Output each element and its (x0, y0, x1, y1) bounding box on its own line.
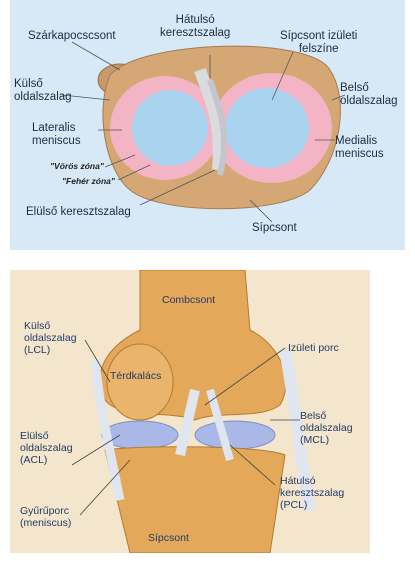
mcl-line2: oldalszalag (300, 422, 353, 435)
medial-meniscus-line2: meniscus (335, 148, 384, 161)
tibial-plateau-diagram: Szárkapocscsont Hátulsó keresztszalag Sí… (10, 0, 405, 250)
posterior-cruciate-line2: keresztszalag (160, 27, 231, 40)
meniscus-line2: (meniscus) (20, 517, 72, 530)
lateral-collateral-line2: oldalszalag (14, 91, 72, 104)
tibia-label-bottom: Sípcsont (148, 532, 189, 544)
tibial-surface-label: Sípcsont izületi felszíne (280, 30, 357, 56)
anterior-cruciate-label: Elülső keresztszalag (26, 206, 131, 218)
mcl-label: Belső oldalszalag (MCL) (300, 410, 353, 446)
tibial-plateau-illustration (10, 0, 405, 250)
femur-label: Combcsont (162, 294, 216, 306)
lateral-meniscus-label: Lateralis meniscus (32, 122, 81, 148)
lateral-meniscus-line1: Lateralis (32, 122, 76, 134)
posterior-cruciate-label: Hátulsó keresztszalag (160, 14, 230, 40)
lcl-line2: oldalszalag (24, 332, 77, 345)
pcl-label: Hátulsó keresztszalag (PCL) (280, 475, 344, 511)
mcl-line3: (MCL) (300, 434, 330, 447)
pcl-line1: Hátulsó (280, 475, 316, 487)
acl-line3: (ACL) (20, 454, 48, 467)
lcl-label: Külső oldalszalag (LCL) (24, 320, 77, 356)
cartilage-label: Izületi porc (288, 342, 339, 354)
fibula-label: Szárkapocscsont (28, 30, 116, 42)
meniscus-label: Gyűrűporc (meniscus) (20, 505, 71, 529)
red-zone-label: "Vörös zóna" (50, 161, 104, 171)
acl-label: Elülső oldalszalag (ACL) (20, 430, 73, 466)
meniscus-line1: Gyűrűporc (20, 505, 70, 517)
acl-line2: oldalszalag (20, 442, 73, 455)
patella-label: Térdkalács (110, 370, 162, 382)
posterior-cruciate-line1: Hátulsó (175, 14, 215, 26)
mcl-line1: Belső (300, 410, 327, 422)
knee-joint-diagram: Combcsont Külső oldalszalag (LCL) Térdka… (10, 270, 370, 553)
white-zone-label: "Fehér zóna" (62, 176, 115, 186)
lateral-collateral-label: Külső oldalszalag (14, 78, 72, 104)
lateral-collateral-line1: Külső (14, 78, 43, 90)
medial-meniscus-line1: Medialis (335, 135, 378, 147)
medial-collateral-line1: Belső (340, 82, 369, 94)
knee-joint-illustration (10, 270, 370, 553)
medial-meniscus-label: Medialis meniscus (335, 135, 384, 161)
medial-collateral-line2: oldalszalag (340, 95, 398, 108)
medial-collateral-label: Belső oldalszalag (340, 82, 398, 108)
pcl-line2: keresztszalag (280, 487, 345, 500)
lcl-line3: (LCL) (24, 344, 51, 357)
tibial-surface-line2: felszíne (298, 43, 339, 56)
pcl-line3: (PCL) (280, 499, 308, 512)
tibia-label-top: Sípcsont (252, 222, 297, 234)
lateral-meniscus-line2: meniscus (32, 135, 81, 148)
lcl-line1: Külső (24, 320, 51, 332)
acl-line1: Elülső (20, 430, 49, 442)
tibial-surface-line1: Sípcsont izületi (280, 30, 358, 42)
